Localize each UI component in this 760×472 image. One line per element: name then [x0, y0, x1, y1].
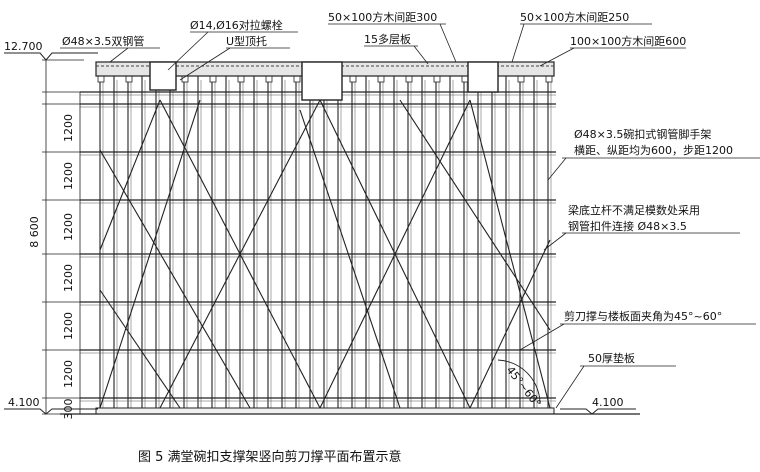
elevation-top-label: 12.700	[4, 40, 43, 53]
u-support-head	[265, 75, 273, 83]
beam-box-right	[467, 61, 499, 93]
right-annotations	[519, 157, 760, 409]
u-support-head	[209, 75, 217, 83]
beam-box-middle	[301, 61, 343, 101]
angle-arc	[497, 359, 541, 405]
scissor-brace	[159, 99, 321, 409]
label-scaffold-line2: 横距、纵距均为600，步距1200	[574, 143, 733, 157]
elevation-bottom-right-symbol	[560, 408, 636, 415]
u-support-head	[125, 75, 133, 83]
label-double-pipe: Ø48×3.5双钢管	[62, 34, 144, 48]
label-pad: 50厚垫板	[588, 351, 635, 365]
scissor-brace	[99, 289, 181, 409]
u-support-head	[517, 75, 525, 83]
ground-pad	[60, 407, 640, 415]
step-dim-label: 1200	[62, 114, 75, 142]
label-tie-bolt: Ø14,Ø16对拉螺栓	[190, 18, 283, 32]
u-support-head	[461, 75, 469, 83]
scaffold-frame	[80, 75, 556, 409]
u-support-head	[349, 75, 357, 83]
elevation-top-symbol	[4, 52, 98, 61]
scissor-brace	[319, 99, 471, 409]
elevation-top: 12.700	[4, 40, 98, 61]
scissor-brace	[469, 239, 551, 409]
scissor-brace	[99, 99, 161, 251]
elevation-bottom-left: 4.100	[4, 396, 98, 415]
u-support-head	[293, 75, 301, 83]
scissor-brace	[469, 99, 551, 409]
step-dimension-labels: 1200 1200 1200 1200 1200 1200	[62, 114, 75, 388]
label-timber-300: 50×100方木间距300	[328, 10, 437, 24]
scissor-brace	[99, 99, 201, 409]
scissor-brace	[299, 109, 401, 409]
step-dim-label: 1200	[62, 213, 75, 241]
u-support-head	[377, 75, 385, 83]
step-dim-label: 1200	[62, 360, 75, 388]
label-scaffold-line1: Ø48×3.5碗扣式钢管脚手架	[574, 127, 711, 141]
dimension-chain	[42, 59, 84, 415]
step-dim-label: 1200	[62, 162, 75, 190]
figure-caption: 图 5 满堂碗扣支撑架竖向剪刀撑平面布置示意	[138, 449, 402, 465]
elevation-bottom-right: 4.100	[560, 396, 636, 415]
label-brace-angle: 剪刀撑与楼板面夹角为45°~60°	[564, 309, 722, 323]
pad-board	[95, 407, 555, 415]
label-beam-line2: 钢管扣件连接 Ø48×3.5	[568, 219, 687, 233]
u-support-head	[237, 75, 245, 83]
label-u-support: U型顶托	[226, 34, 267, 48]
u-support-head	[433, 75, 441, 83]
scissor-brace	[99, 149, 251, 409]
label-beam-line1: 梁底立杆不满足模数处采用	[568, 203, 700, 217]
u-support-head	[97, 75, 105, 83]
total-height-dim: 8 600	[28, 216, 41, 248]
label-timber-600: 100×100方木间距600	[570, 34, 686, 48]
label-plywood: 15多层板	[364, 32, 411, 46]
formwork-slab	[95, 61, 555, 101]
elevation-bottom-left-symbol	[4, 408, 98, 415]
elevation-bottom-right-label: 4.100	[592, 396, 624, 409]
label-timber-250: 50×100方木间距250	[520, 10, 629, 24]
label-angle-mark: 45°~60°	[504, 364, 544, 410]
u-support-head	[405, 75, 413, 83]
u-support-head	[545, 75, 553, 83]
step-dim-label: 1200	[62, 264, 75, 292]
step-dim-label: 1200	[62, 312, 75, 340]
scissor-brace	[399, 99, 551, 331]
elevation-bottom-left-label: 4.100	[8, 396, 40, 409]
top-annotations	[60, 23, 686, 81]
